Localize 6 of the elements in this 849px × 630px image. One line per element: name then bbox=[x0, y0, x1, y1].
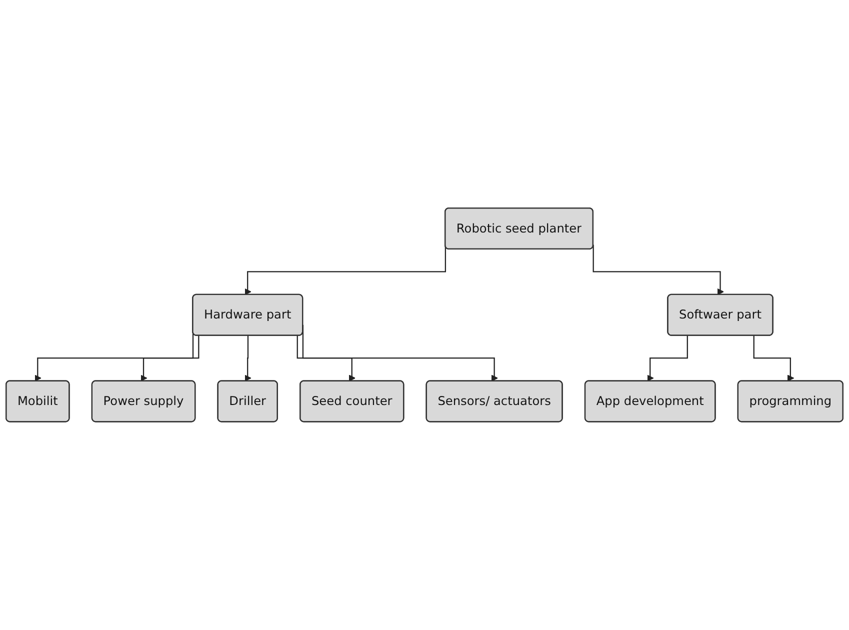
arrow bbox=[753, 336, 794, 382]
arrow bbox=[140, 336, 200, 382]
arrow bbox=[296, 336, 356, 382]
arrow bbox=[592, 244, 724, 296]
arrow bbox=[244, 336, 252, 382]
arrow bbox=[647, 336, 688, 382]
